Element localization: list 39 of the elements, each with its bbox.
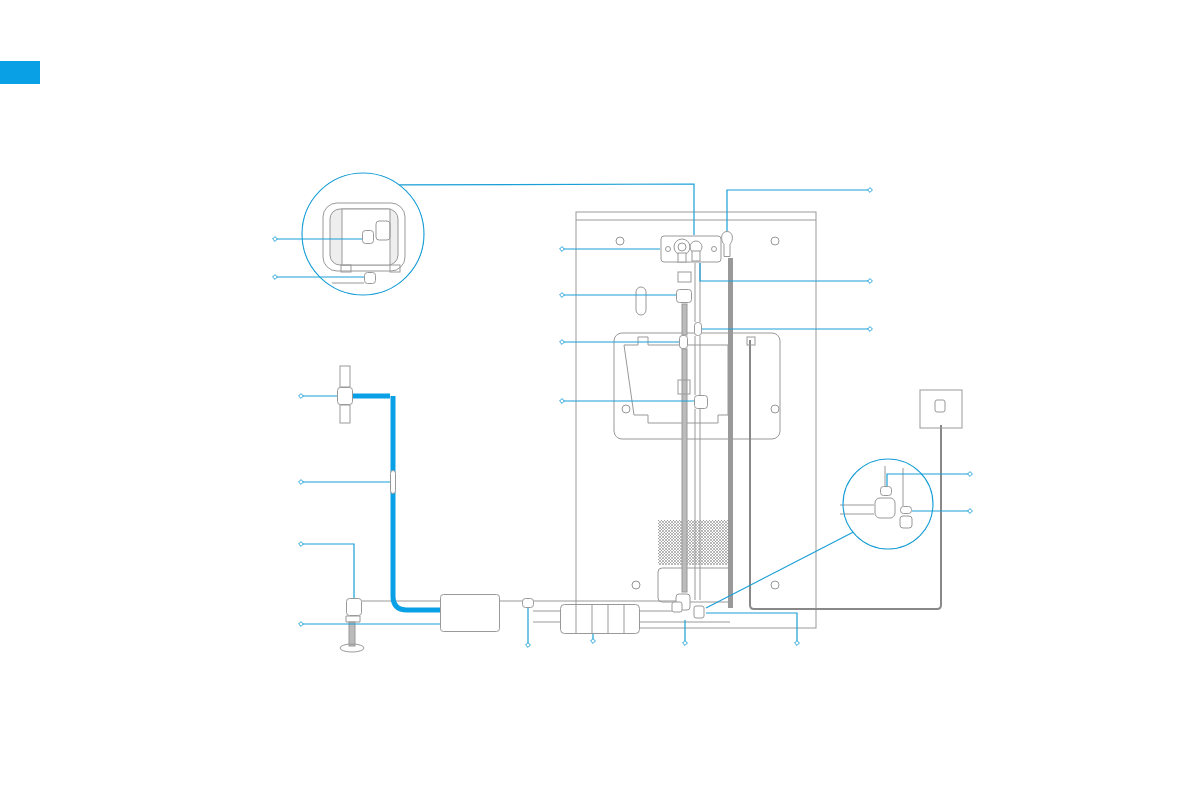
fitting <box>364 272 376 284</box>
connector-line <box>705 531 854 609</box>
fitting <box>676 289 692 303</box>
fitting-drawing <box>560 604 640 634</box>
fitting <box>880 486 892 496</box>
leader-line <box>559 292 677 298</box>
connector-line <box>398 183 695 236</box>
detail-circle <box>301 172 425 296</box>
fitting <box>346 598 362 616</box>
leader-line <box>911 508 973 514</box>
leader-line <box>272 236 363 242</box>
leader-line <box>886 471 973 487</box>
leader-line <box>298 393 338 399</box>
fitting <box>694 395 708 409</box>
fitting-drawing <box>721 231 733 257</box>
fitting <box>679 335 688 349</box>
fitting <box>337 387 353 405</box>
leader-line <box>590 633 596 644</box>
fitting <box>390 470 396 494</box>
leader-line <box>298 541 355 599</box>
leader-line <box>559 246 661 252</box>
fitting <box>362 230 374 244</box>
leader-line <box>272 274 365 280</box>
leader-line <box>682 619 688 646</box>
fitting <box>900 506 912 514</box>
fitting <box>522 598 534 608</box>
fitting <box>440 594 500 632</box>
leader-line <box>525 607 531 648</box>
leader-line <box>699 262 873 284</box>
leader-line <box>559 398 695 404</box>
leader-line <box>559 339 680 345</box>
fitting-drawing <box>672 592 706 620</box>
leader-line <box>701 326 873 332</box>
leader-line <box>298 479 391 485</box>
fitting <box>694 322 702 336</box>
leader-line <box>726 187 873 232</box>
leader-line <box>705 612 800 646</box>
detail-circle <box>842 458 934 550</box>
leader-line <box>298 621 441 627</box>
